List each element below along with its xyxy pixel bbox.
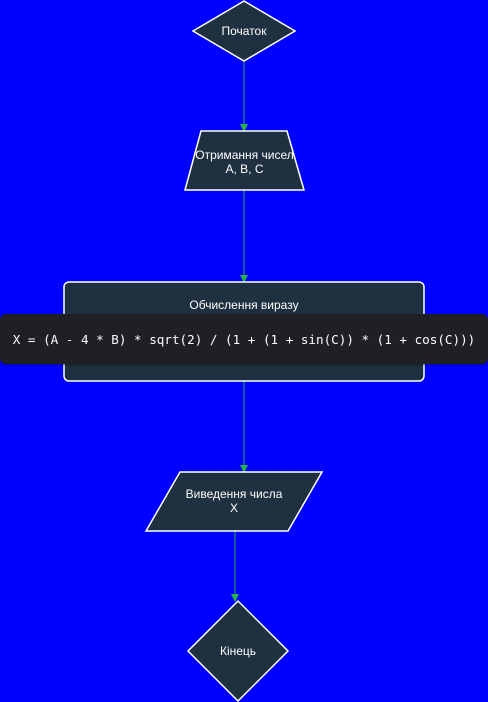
start-node-label: Початок bbox=[221, 24, 267, 38]
process-node-label: Обчислення виразу bbox=[189, 298, 299, 312]
end-node-label: Кінець bbox=[219, 644, 257, 658]
input-node-shape[interactable] bbox=[184, 130, 305, 191]
start-node-shape[interactable] bbox=[191, 0, 297, 62]
formula-text: X = (A - 4 * B) * sqrt(2) / (1 + (1 + si… bbox=[12, 331, 476, 347]
input-node-label: Отримання чисел A, B, C bbox=[195, 148, 294, 176]
output-node-label: Виведення числа X bbox=[185, 487, 283, 515]
formula-tooltip: X = (A - 4 * B) * sqrt(2) / (1 + (1 + si… bbox=[0, 314, 488, 364]
end-node-shape[interactable] bbox=[186, 599, 290, 702]
output-node-shape[interactable] bbox=[144, 471, 324, 532]
